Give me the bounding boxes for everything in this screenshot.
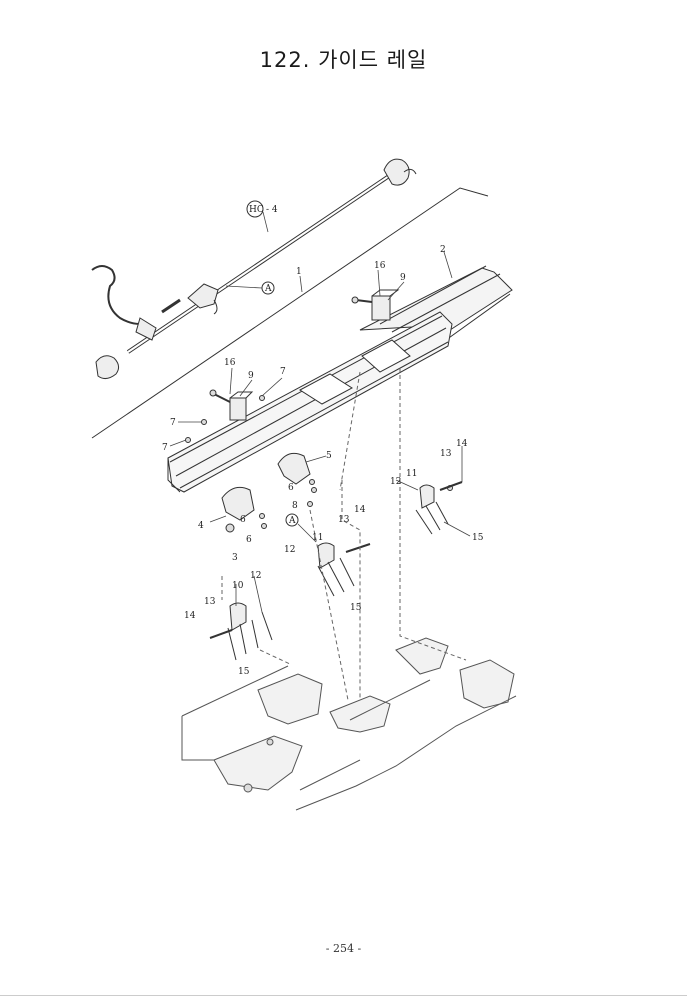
leader-lines	[169, 211, 471, 613]
part-label: 16	[374, 261, 386, 271]
part-label: 9	[248, 371, 254, 381]
frame-outline-line	[91, 187, 489, 439]
part-label: 13	[440, 449, 452, 459]
holder-4	[221, 486, 267, 533]
part-label: 7	[280, 367, 286, 377]
part-label: 4	[198, 521, 204, 531]
part-label: 11	[312, 533, 323, 543]
part-label: 14	[184, 611, 196, 621]
part-label: 7	[170, 418, 176, 428]
pin-assembly-left	[209, 602, 273, 661]
part-label: 10	[232, 581, 244, 591]
pin-assembly-right	[415, 481, 463, 535]
part-label: 3	[232, 553, 238, 563]
hc-callout-circle	[246, 200, 264, 218]
part-label: 9	[400, 273, 406, 283]
part-label: 16	[224, 358, 236, 368]
part-label: 6	[246, 535, 252, 545]
part-label: 13	[204, 597, 216, 607]
part-label: 15	[350, 603, 362, 613]
part-label: 7	[162, 443, 168, 453]
holder-5	[277, 452, 317, 507]
part-label: 15	[238, 667, 250, 677]
part-label: 14	[456, 439, 468, 449]
page-title: 122. 가이드 레일	[259, 48, 428, 72]
part-label: 2	[440, 245, 446, 255]
hc-callout-label: HC	[249, 205, 264, 215]
bracket-upper	[351, 289, 400, 321]
ref-a-circle-mid	[285, 513, 299, 527]
part-label: 1	[296, 267, 302, 277]
bracket-lower	[185, 389, 265, 443]
ref-a-label-top: A	[264, 284, 272, 294]
part-label: 6	[240, 515, 246, 525]
part-label: 12	[250, 571, 261, 581]
part-label: 13	[338, 515, 350, 525]
part-label: 15	[472, 533, 484, 543]
part-number-labels: 1 2 16 9 16 9 7 7 7 5 6 8 4 6 6 3 13 14 …	[162, 245, 484, 677]
part-label: 5	[326, 451, 332, 461]
assembly-guide-lines	[221, 368, 467, 701]
part-label: 12	[284, 545, 295, 555]
page-bottom-edge	[0, 995, 687, 996]
part-label: 12	[390, 477, 401, 487]
guide-rail-main	[167, 311, 453, 493]
page-number: - 254 -	[325, 942, 362, 955]
pin-assembly-middle	[317, 542, 371, 597]
machine-bed	[181, 637, 517, 811]
ref-a-label-mid: A	[288, 516, 296, 526]
ref-a-circle-top	[261, 281, 275, 295]
guide-rod-assembly	[91, 158, 417, 380]
hc-callout-suffix: - 4	[266, 205, 278, 215]
part-label: 8	[292, 501, 298, 511]
part-label: 6	[288, 483, 294, 493]
part-label: 11	[406, 469, 417, 479]
part-label: 14	[354, 505, 366, 515]
